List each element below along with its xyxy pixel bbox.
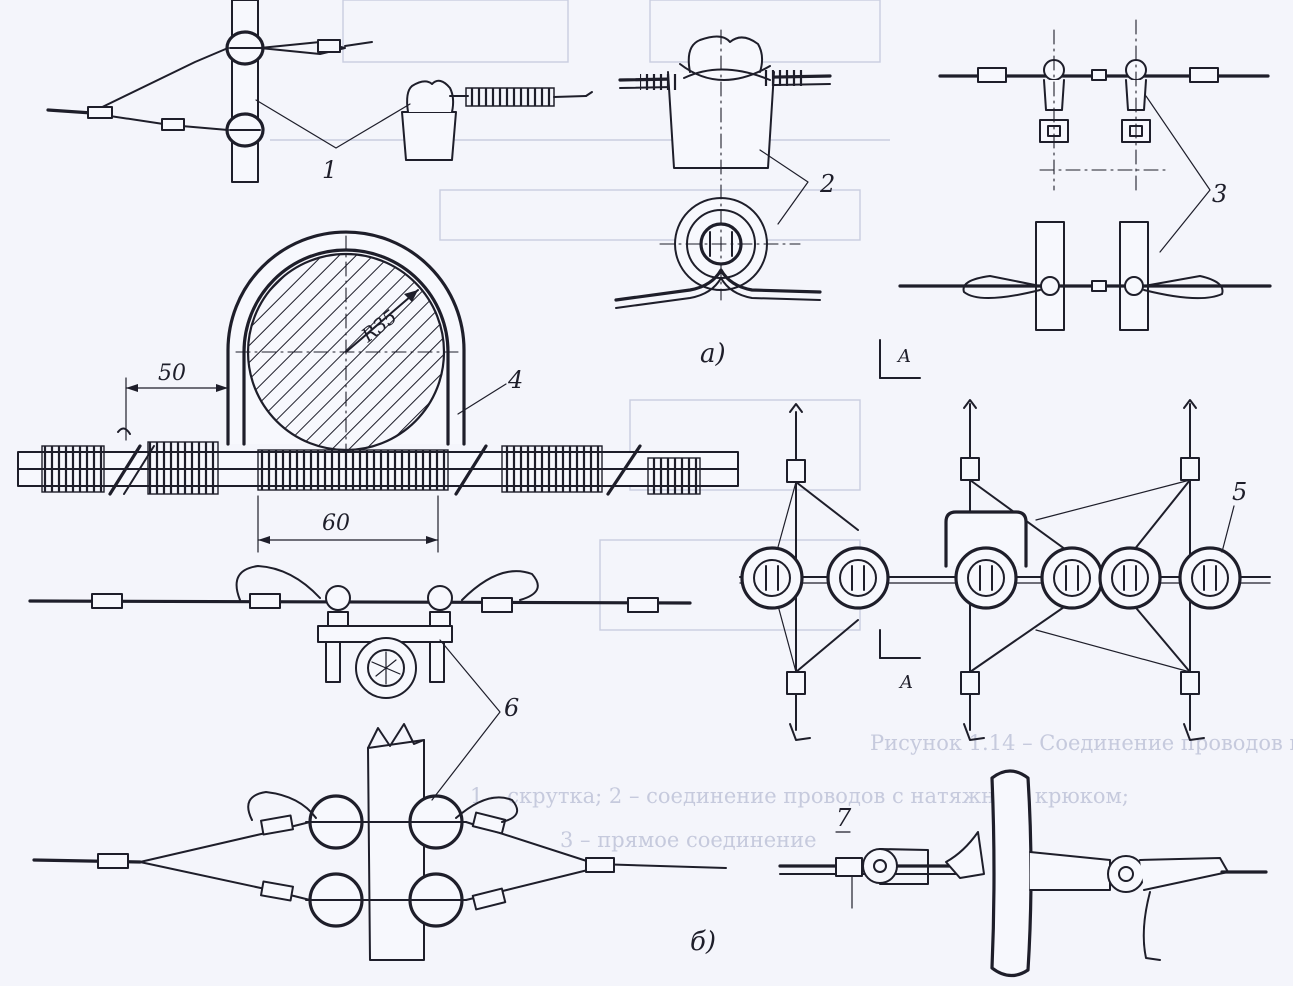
bracket-joint-plan [32,723,727,961]
callout-label-5: 5 [1232,478,1247,506]
callout-label-2: 2 [819,170,835,198]
double-insulator-assembly [739,399,1271,741]
clamp-joint-plan [898,221,1272,331]
callout-3-leaders: 3 [1145,95,1227,253]
callout-label-7: 7 [836,804,852,832]
dimension-label-60: 60 [322,511,350,536]
bracket-joint-elevation [28,565,692,699]
clamp-joint-elevation [938,19,1270,191]
section-marks: A A [879,339,921,693]
bleed-text-line-3: 3 – прямое соединение [560,828,817,852]
part-label-b: б) [690,927,716,957]
callout-label-3: 3 [1212,180,1227,208]
twist-joint-on-pole [46,0,373,183]
callout-4-leader: 4 [457,366,523,415]
dimension-label-50: 50 [158,361,186,386]
dimension-offset: 50 [125,361,229,441]
section-mark-a-top: A [896,346,911,367]
part-label-a: а) [700,339,726,369]
insulator-binding-plan [614,184,822,309]
callout-label-1: 1 [322,156,337,184]
insulator-binding-top [618,29,832,181]
bleed-text-line-1: Рисунок 1.14 – Соединение проводов на ВЛ… [870,731,1293,755]
strain-insulator-assembly: 7 [778,769,1268,978]
callout-5-leader: 5 [1221,478,1247,553]
callout-label-4: 4 [507,366,523,394]
callout-6-leaders: 6 [431,639,519,801]
conductor-wrap [17,427,739,496]
pole-clamp-section: R35 [226,230,466,471]
pole [231,0,259,183]
pin-insulator-with-wrap [401,79,593,161]
section-mark-a-bottom: A [898,672,913,693]
callout-label-6: 6 [504,694,519,722]
callout-2-leaders: 2 [759,149,835,225]
callout-1-leaders: 1 [255,99,411,184]
dimension-span: 60 [257,495,439,553]
